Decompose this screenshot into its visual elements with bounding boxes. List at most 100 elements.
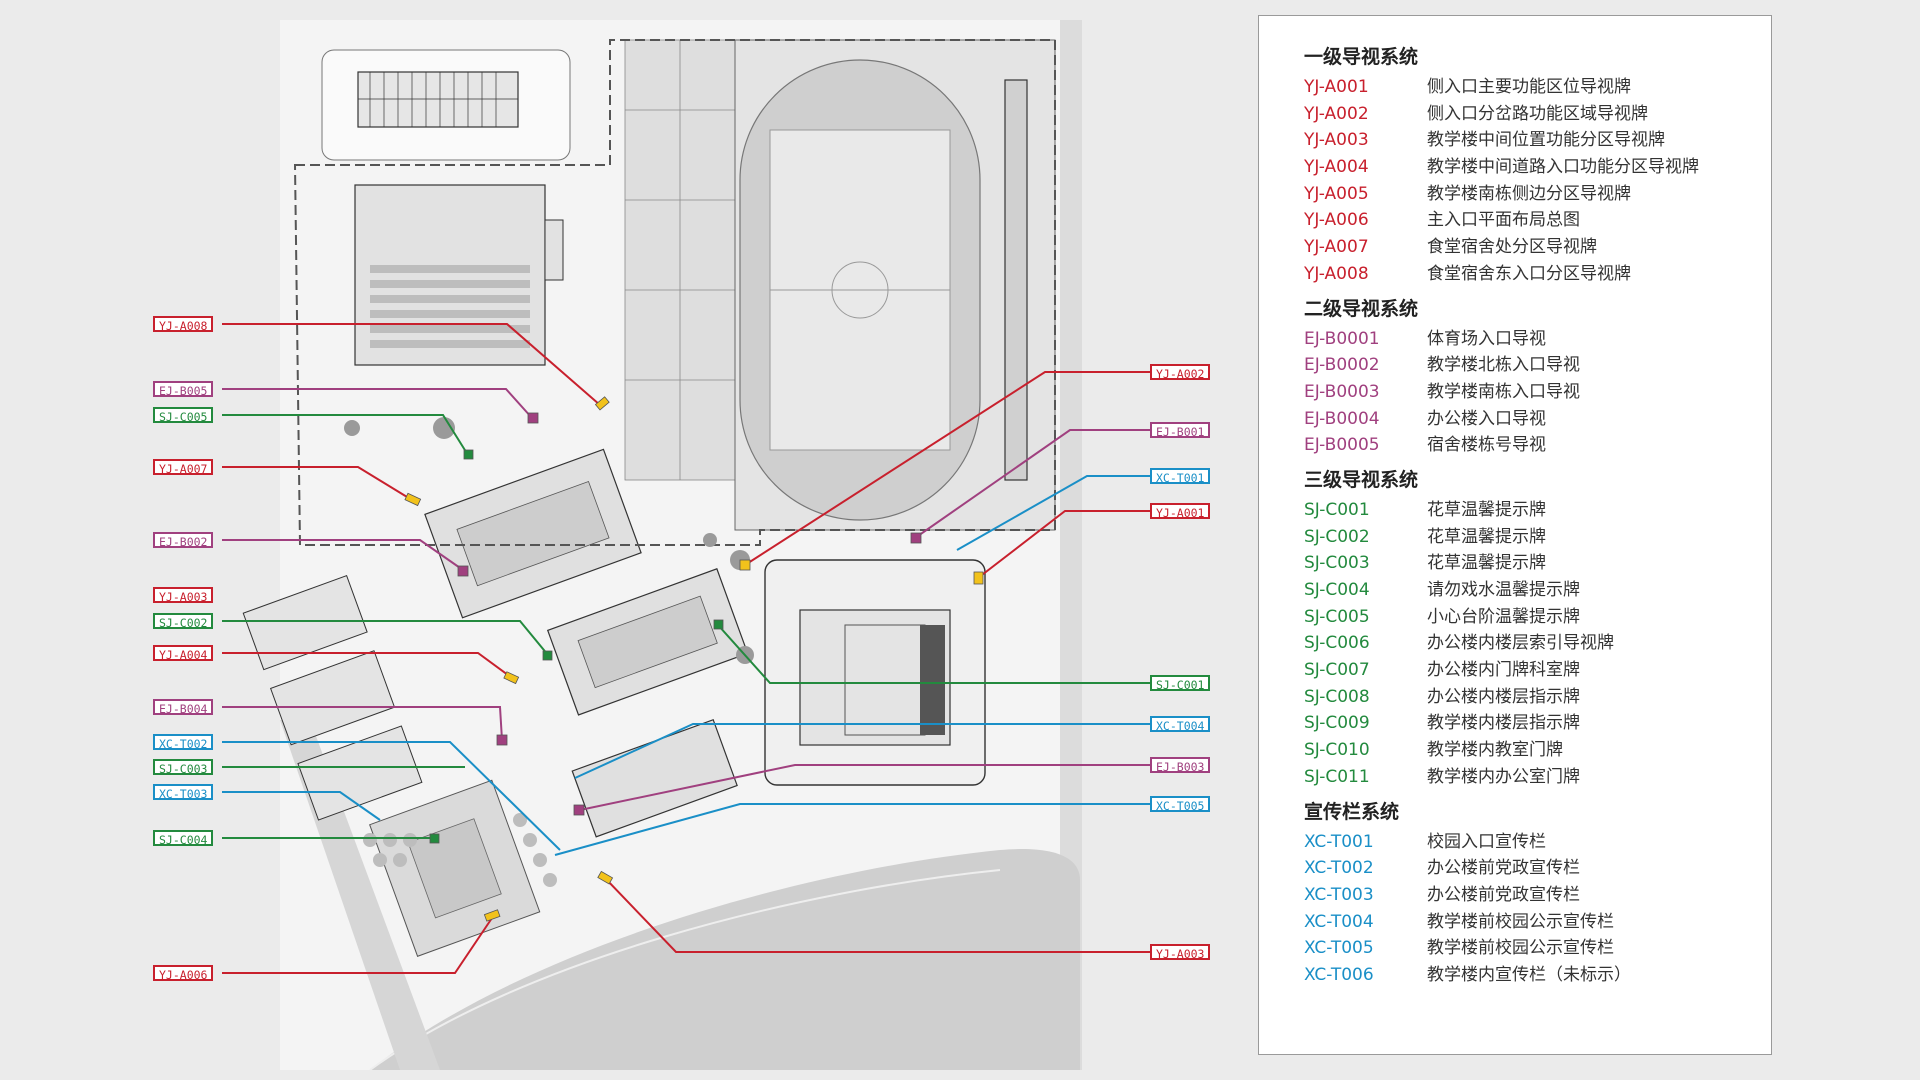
marker-ej-b003 xyxy=(573,804,585,816)
legend-label: 教学楼中间道路入口功能分区导视牌 xyxy=(1427,157,1699,178)
leader-xc-t003 xyxy=(222,791,381,821)
marker-ej-b001 xyxy=(910,532,922,544)
legend-label: 办公楼内楼层索引导视牌 xyxy=(1427,633,1614,654)
marker-sj-c001 xyxy=(713,619,724,630)
legend-code: XC-T001 xyxy=(1304,831,1374,852)
callout-yj-a007: YJ-A007 xyxy=(153,459,214,476)
legend-row: EJ-B0003 教学楼南栋入口导视 xyxy=(1304,379,1771,406)
legend-label: 校园入口宣传栏 xyxy=(1427,831,1546,852)
callout-yj-a006: YJ-A006 xyxy=(153,965,214,982)
callout-yj-a003-left: YJ-A003 xyxy=(153,587,214,604)
legend-code: EJ-B0001 xyxy=(1304,328,1380,349)
campus-boundary xyxy=(293,39,1056,546)
legend-code: YJ-A008 xyxy=(1304,263,1369,284)
grandstand xyxy=(1004,79,1028,481)
leader-xc-t004 xyxy=(574,723,1150,779)
legend-label: 办公楼内门牌科室牌 xyxy=(1427,660,1580,681)
legend-code: SJ-C002 xyxy=(1304,526,1370,547)
legend-label: 体育场入口导视 xyxy=(1427,328,1546,349)
marker-yj-a007 xyxy=(404,492,422,507)
leader-ej-b003 xyxy=(579,764,1150,811)
legend-label: 食堂宿舍处分区导视牌 xyxy=(1427,237,1597,258)
legend-code: EJ-B0005 xyxy=(1304,435,1380,456)
leader-yj-a008 xyxy=(222,323,601,406)
legend-label: 小心台阶温馨提示牌 xyxy=(1427,606,1580,627)
legend-code: SJ-C011 xyxy=(1304,766,1370,787)
legend-code: YJ-A007 xyxy=(1304,237,1369,258)
callout-sj-c003: SJ-C003 xyxy=(153,759,214,776)
legend-label: 花草温馨提示牌 xyxy=(1427,553,1546,574)
canteen-building xyxy=(354,184,546,366)
leader-lines xyxy=(222,323,1150,974)
callout-xc-t001: XC-T001 xyxy=(1150,468,1211,485)
site-plan xyxy=(222,20,1150,1071)
legend-label: 教学楼内教室门牌 xyxy=(1427,740,1563,761)
callout-sj-c005: SJ-C005 xyxy=(153,407,214,424)
marker-ej-b005 xyxy=(527,412,539,424)
legend-label: 教学楼前校园公示宣传栏 xyxy=(1427,911,1614,932)
legend-code: XC-T003 xyxy=(1304,884,1374,905)
legend-code: YJ-A006 xyxy=(1304,210,1369,231)
callout-ej-b004: EJ-B004 xyxy=(153,699,214,716)
marker-ej-b004 xyxy=(496,734,508,746)
sign-markers xyxy=(404,396,984,922)
legend-label: 教学楼中间位置功能分区导视牌 xyxy=(1427,130,1665,151)
legend-label: 办公楼前党政宣传栏 xyxy=(1427,884,1580,905)
leader-ej-b001 xyxy=(914,429,1150,539)
callout-yj-a002: YJ-A002 xyxy=(1150,364,1211,381)
legend-label: 办公楼前党政宣传栏 xyxy=(1427,858,1580,879)
legend-label: 教学楼内办公室门牌 xyxy=(1427,766,1580,787)
callout-yj-a008: YJ-A008 xyxy=(153,316,214,333)
marker-yj-a001 xyxy=(973,571,984,585)
leader-ej-b004 xyxy=(222,706,503,741)
callout-sj-c001: SJ-C001 xyxy=(1150,675,1211,692)
legend-row: XC-T004 教学楼前校园公示宣传栏 xyxy=(1304,909,1771,936)
callout-xc-t003: XC-T003 xyxy=(153,784,214,801)
legend-row: EJ-B0001 体育场入口导视 xyxy=(1304,326,1771,353)
leader-sj-c005 xyxy=(222,414,469,456)
legend-code: SJ-C008 xyxy=(1304,686,1370,707)
legend-code: EJ-B0003 xyxy=(1304,381,1380,402)
leader-yj-a002 xyxy=(744,371,1150,566)
legend-label: 花草温馨提示牌 xyxy=(1427,499,1546,520)
legend-row: XC-T003 办公楼前党政宣传栏 xyxy=(1304,882,1771,909)
marker-yj-a008 xyxy=(594,396,610,411)
legend-code: YJ-A004 xyxy=(1304,157,1369,178)
teaching-building-north xyxy=(424,448,642,619)
legend-label: 教学楼南栋侧边分区导视牌 xyxy=(1427,183,1631,204)
leader-ej-b005 xyxy=(222,388,533,419)
marker-ej-b002 xyxy=(457,565,469,577)
legend-row: SJ-C008 办公楼内楼层指示牌 xyxy=(1304,684,1771,711)
legend-code: XC-T004 xyxy=(1304,911,1374,932)
legend-code: SJ-C007 xyxy=(1304,660,1370,681)
south-road xyxy=(370,849,1080,1070)
leader-yj-a006 xyxy=(222,917,493,974)
legend-label: 办公楼入口导视 xyxy=(1427,408,1546,429)
marker-sj-c002 xyxy=(542,650,553,661)
legend-code: SJ-C003 xyxy=(1304,553,1370,574)
leader-yj-a007 xyxy=(222,466,413,501)
east-road xyxy=(1060,20,1082,1070)
legend-label: 教学楼南栋入口导视 xyxy=(1427,381,1580,402)
marker-yj-a003 xyxy=(597,870,614,885)
marker-sj-c005 xyxy=(463,449,474,460)
leader-yj-a003 xyxy=(604,877,1150,953)
legend-label: 办公楼内楼层指示牌 xyxy=(1427,686,1580,707)
legend-code: SJ-C005 xyxy=(1304,606,1370,627)
leader-xc-t005 xyxy=(554,803,1150,856)
teaching-building-south xyxy=(571,718,738,838)
leader-ej-b002 xyxy=(222,539,464,571)
west-residential xyxy=(242,574,423,821)
legend-row: SJ-C007 办公楼内门牌科室牌 xyxy=(1304,657,1771,684)
